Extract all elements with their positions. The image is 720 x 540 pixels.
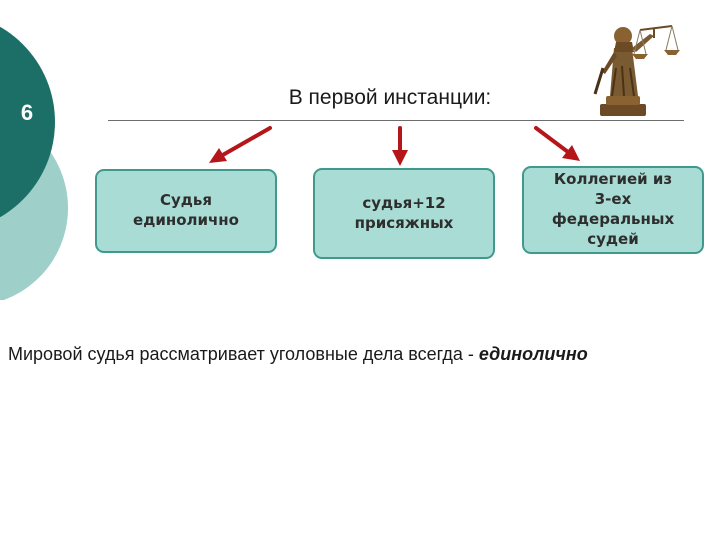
box-line: присяжных	[354, 213, 454, 232]
box-line: судья+12	[362, 193, 446, 212]
dark-teal-circle	[0, 26, 55, 218]
arrow-left	[209, 126, 272, 163]
box-judge-and-jury: судья+12 присяжных	[313, 168, 495, 259]
box-single-judge: Судья единолично	[95, 169, 277, 253]
box-line: 3-ех	[594, 190, 632, 209]
decorative-circles	[0, 26, 68, 300]
magistrate-note: Мировой судья рассматривает уголовные де…	[8, 344, 720, 365]
title-underline	[108, 120, 684, 121]
themis-statue-icon	[593, 25, 680, 116]
box-line: единолично	[133, 211, 239, 229]
note-text: Мировой судья рассматривает уголовные де…	[8, 344, 474, 364]
diagram-title: В первой инстанции:	[288, 86, 492, 109]
arrow-right	[534, 126, 580, 161]
slide-number: 6	[20, 100, 34, 125]
box-line: Коллегией из	[553, 170, 673, 189]
note-emphasis: единолично	[478, 344, 588, 364]
box-line: Судья	[159, 191, 213, 210]
arrow-center	[392, 126, 408, 166]
box-line: федеральных	[551, 210, 675, 228]
box-line: судей	[587, 229, 639, 248]
box-panel-of-three-judges: Коллегией из 3-ех федеральных судей	[522, 166, 704, 254]
